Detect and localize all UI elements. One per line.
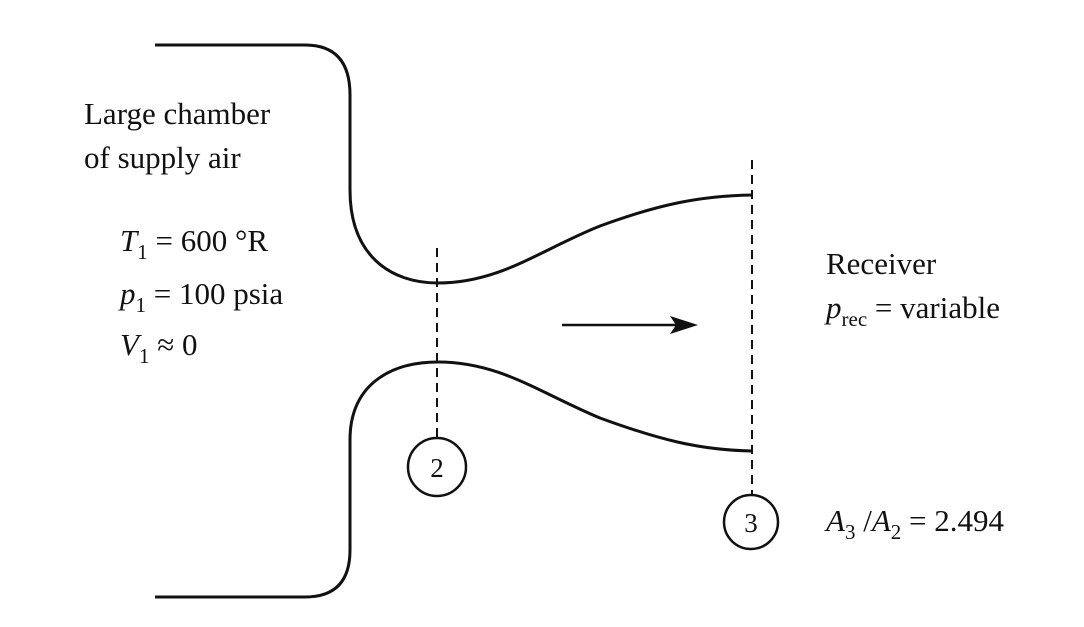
receiver-pressure: prec = variable [824, 290, 1000, 331]
chamber-title-line1: Large chamber [84, 96, 271, 131]
chamber-temperature: T1 = 600 °R [120, 223, 268, 264]
station-2-label: 2 [430, 453, 444, 483]
upper-wall [155, 43, 753, 285]
chamber-title-line2: of supply air [84, 140, 241, 175]
receiver-title: Receiver [826, 246, 937, 281]
area-ratio-label: A3 /A2 = 2.494 [824, 503, 1004, 544]
chamber-velocity: V1 ≈ 0 [120, 327, 197, 368]
station-3-label: 3 [744, 508, 758, 538]
station-3-circle [722, 493, 780, 551]
lower-wall [155, 360, 753, 599]
flow-arrow-head [670, 316, 698, 334]
station-2-circle [406, 436, 468, 498]
chamber-pressure: p1 = 100 psia [118, 276, 283, 317]
